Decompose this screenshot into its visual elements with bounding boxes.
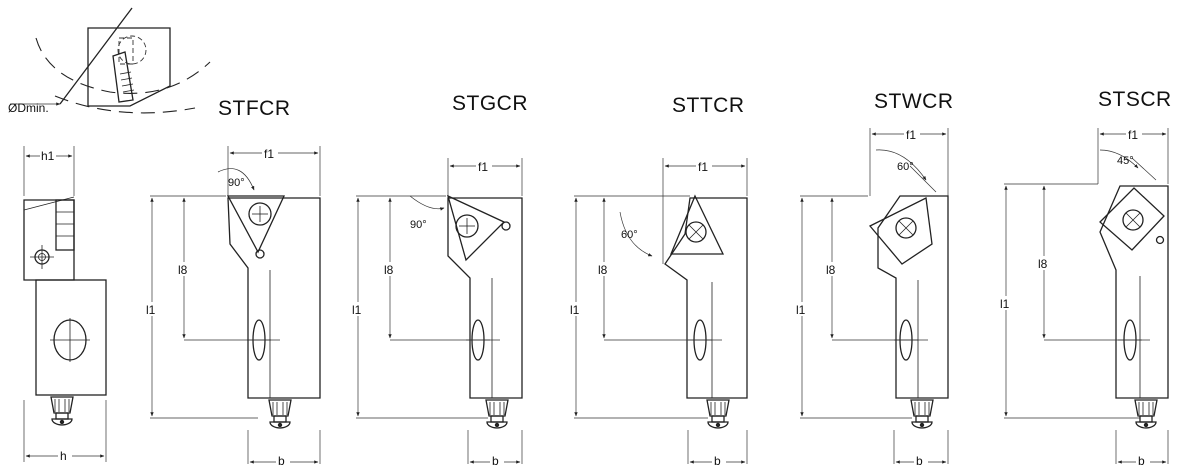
holder-sttcr-l1: l1 — [570, 303, 580, 317]
detail-tool-shank — [112, 51, 134, 103]
holder-stwcr-insert — [868, 197, 933, 265]
holder-sttcr-b: b — [714, 454, 721, 468]
holder-stfcr-l8: l8 — [178, 263, 188, 277]
holder-stscr-title: STSCR — [1098, 88, 1172, 111]
holder-stfcr-f1: f1 — [264, 147, 274, 161]
detail-pocket-hidden — [118, 37, 134, 65]
min-diameter-arc-outer — [54, 95, 196, 114]
holder-sttcr-body — [664, 197, 748, 399]
detail-view: ØDmin. — [8, 7, 211, 115]
holder-stscr-angle: 45° — [1117, 155, 1134, 167]
holder-stfcr-b: b — [278, 454, 285, 468]
holder-stwcr-b: b — [916, 454, 923, 468]
holder-stfcr-insert — [226, 195, 286, 254]
holder-stfcr-body — [227, 197, 321, 399]
holder-stscr-insert — [1099, 187, 1165, 251]
holder-stgcr-l1: l1 — [352, 303, 362, 317]
h-label: h — [60, 449, 67, 463]
holder-sttcr-f1: f1 — [698, 160, 708, 174]
holder-stwcr-angle: 60° — [897, 161, 914, 173]
holder-stwcr: STWCR f1 60° l1 l8 b — [795, 90, 954, 468]
side-shank — [35, 279, 107, 396]
holder-stgcr-angle: 90° — [410, 219, 427, 231]
holder-stgcr-body — [447, 197, 523, 399]
detail-holder-body — [87, 27, 171, 107]
holder-sttcr: STTCR f1 60° l1 l8 b — [569, 94, 748, 468]
holder-stscr-l8: l8 — [1038, 257, 1048, 271]
holder-stwcr-title: STWCR — [874, 90, 954, 113]
detail-diameter-line — [59, 7, 133, 105]
holder-sttcr-l8: l8 — [598, 263, 608, 277]
holder-stwcr-l8: l8 — [826, 263, 836, 277]
holder-stscr-body — [1099, 185, 1169, 399]
holder-stgcr-title: STGCR — [452, 92, 528, 115]
holder-stfcr-title: STFCR — [218, 97, 291, 120]
holder-stgcr: STGCR f1 90° l1 l8 b — [351, 92, 528, 468]
holder-stscr-f1: f1 — [1128, 128, 1138, 142]
dmin-label: ØDmin. — [8, 101, 49, 115]
holder-stgcr-f1: f1 — [478, 160, 488, 174]
holder-sttcr-angle: 60° — [621, 229, 638, 241]
side-view: h1 h — [23, 146, 107, 463]
min-diameter-arc — [35, 37, 211, 94]
holder-stgcr-b: b — [492, 454, 499, 468]
holder-stgcr-l8: l8 — [384, 263, 394, 277]
holder-sttcr-insert — [670, 194, 725, 255]
holder-stscr-b: b — [1138, 454, 1145, 468]
holder-stscr-l1: l1 — [1000, 297, 1010, 311]
holder-stfcr-l1: l1 — [146, 303, 156, 317]
holder-stfcr: STFCR f1 90° l1 l8 b — [145, 97, 321, 468]
holder-stscr: STSCR f1 45° l1 l8 b — [999, 88, 1172, 468]
h1-label: h1 — [41, 149, 55, 163]
side-insert-pocket — [55, 199, 75, 251]
detail-insert-hidden — [117, 35, 147, 65]
holder-stwcr-f1: f1 — [906, 128, 916, 142]
holder-stwcr-l1: l1 — [796, 303, 806, 317]
holder-stwcr-body — [877, 195, 949, 399]
holder-stgcr-insert — [446, 194, 506, 262]
holder-sttcr-title: STTCR — [672, 94, 745, 117]
holder-stfcr-angle: 90° — [228, 177, 245, 189]
